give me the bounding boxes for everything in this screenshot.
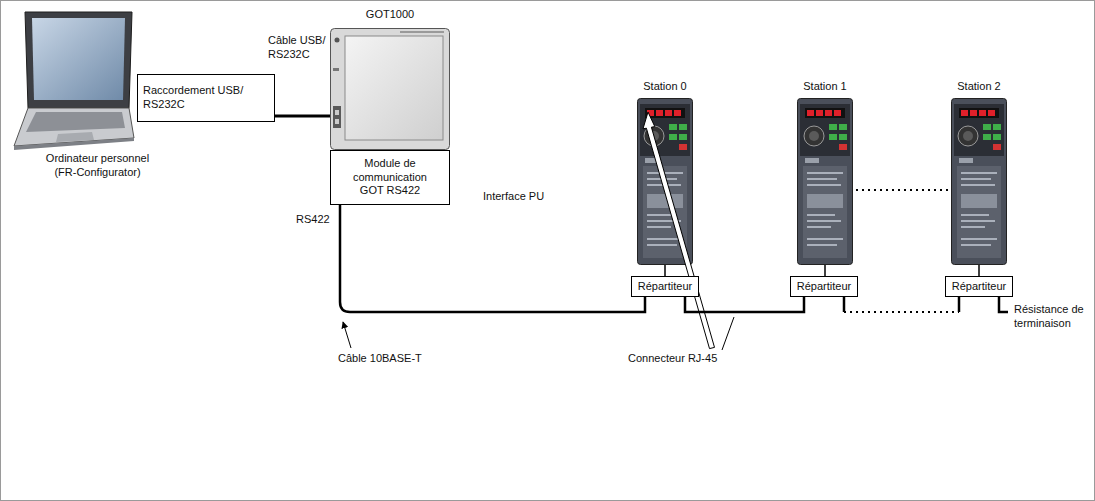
splitter-box: Répartiteur bbox=[945, 276, 1013, 297]
cable-connector bbox=[275, 116, 330, 117]
inverter-illustrations bbox=[638, 99, 1007, 265]
node-text: Répartiteur bbox=[797, 280, 851, 294]
communication-module-box: Module de communication GOT RS422 bbox=[330, 150, 450, 205]
inverter-lead bbox=[978, 265, 980, 276]
splitter-box: Répartiteur bbox=[631, 276, 699, 297]
node-text: Répartiteur bbox=[638, 280, 692, 294]
cable-segment bbox=[958, 297, 961, 312]
laptop-illustration bbox=[14, 12, 134, 150]
cable-segment bbox=[844, 311, 959, 313]
terminator-label: Résistance de terminaison bbox=[1014, 303, 1088, 331]
cable-segment bbox=[275, 115, 330, 118]
bus-label: RS422 bbox=[296, 213, 336, 227]
node-text: GOT1000 bbox=[366, 8, 414, 20]
connector-leader bbox=[722, 317, 734, 350]
cable-segment bbox=[843, 297, 846, 312]
hmi-terminal: GOT1000 bbox=[330, 8, 450, 150]
inverter-station-2 bbox=[952, 99, 1007, 265]
connection-box: Raccordement USB/ RS232C bbox=[137, 74, 275, 122]
cable-label: Câble 10BASE-T bbox=[338, 352, 448, 366]
terminator-lead bbox=[999, 297, 1008, 312]
station-label: Station 1 bbox=[785, 80, 865, 94]
station-label: Station 2 bbox=[939, 80, 1019, 94]
node-text: Répartiteur bbox=[952, 280, 1006, 294]
cable-segment bbox=[685, 297, 804, 312]
inverter-lead bbox=[824, 265, 826, 276]
node-text: Module de communication GOT RS422 bbox=[343, 157, 437, 198]
station-label: Station 0 bbox=[625, 80, 705, 94]
cable-connector bbox=[340, 205, 645, 312]
computer-caption: Ordinateur personnel (FR-Configurator) bbox=[35, 152, 160, 180]
interface-label: Interface PU bbox=[483, 190, 573, 204]
cable-connector bbox=[685, 297, 804, 312]
connector-label: Connecteur RJ-45 bbox=[628, 352, 738, 366]
cable-leader bbox=[343, 322, 351, 348]
dotted-continuation bbox=[856, 189, 948, 191]
inverter-lead bbox=[664, 265, 666, 276]
splitter-box: Répartiteur bbox=[790, 276, 858, 297]
cable-connector bbox=[844, 297, 959, 312]
inverter-station-1 bbox=[798, 99, 853, 265]
cable-segment bbox=[340, 205, 645, 312]
cable-label: Câble USB/ RS232C bbox=[268, 34, 330, 62]
got-terminal-illustration bbox=[331, 29, 450, 150]
node-text: Raccordement USB/ RS232C bbox=[143, 84, 269, 112]
